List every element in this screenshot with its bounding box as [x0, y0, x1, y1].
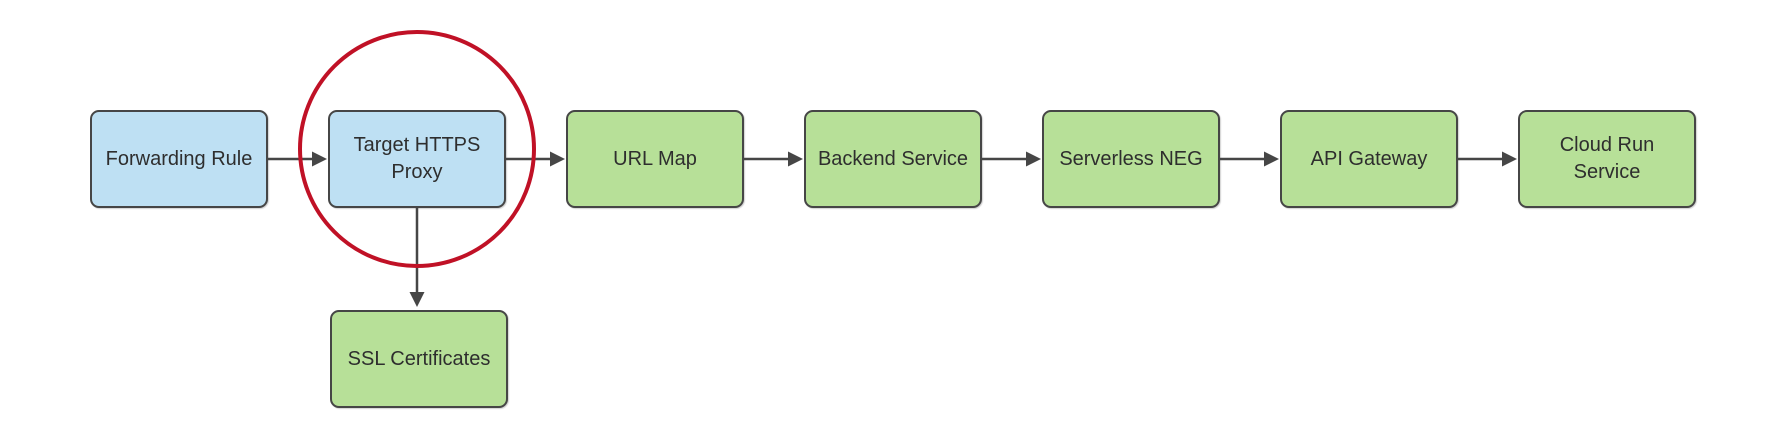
arrow-backend-service-to-serverless-neg	[982, 151, 1041, 167]
node-cloud-run-service: Cloud Run Service	[1518, 110, 1696, 208]
node-backend-service: Backend Service	[804, 110, 982, 208]
arrow-url-map-to-backend-service	[744, 151, 803, 167]
node-forwarding-rule: Forwarding Rule	[90, 110, 268, 208]
node-url-map: URL Map	[566, 110, 744, 208]
node-ssl-certificates: SSL Certificates	[330, 310, 508, 408]
arrow-api-gateway-to-cloud-run-service	[1458, 151, 1517, 167]
node-api-gateway: API Gateway	[1280, 110, 1458, 208]
arrow-serverless-neg-to-api-gateway	[1220, 151, 1279, 167]
node-serverless-neg: Serverless NEG	[1042, 110, 1220, 208]
arrow-target-https-proxy-to-ssl-certificates	[409, 208, 425, 307]
node-target-https-proxy: Target HTTPS Proxy	[328, 110, 506, 208]
arrow-target-https-proxy-to-url-map	[506, 151, 565, 167]
arrow-forwarding-rule-to-target-https-proxy	[268, 151, 327, 167]
